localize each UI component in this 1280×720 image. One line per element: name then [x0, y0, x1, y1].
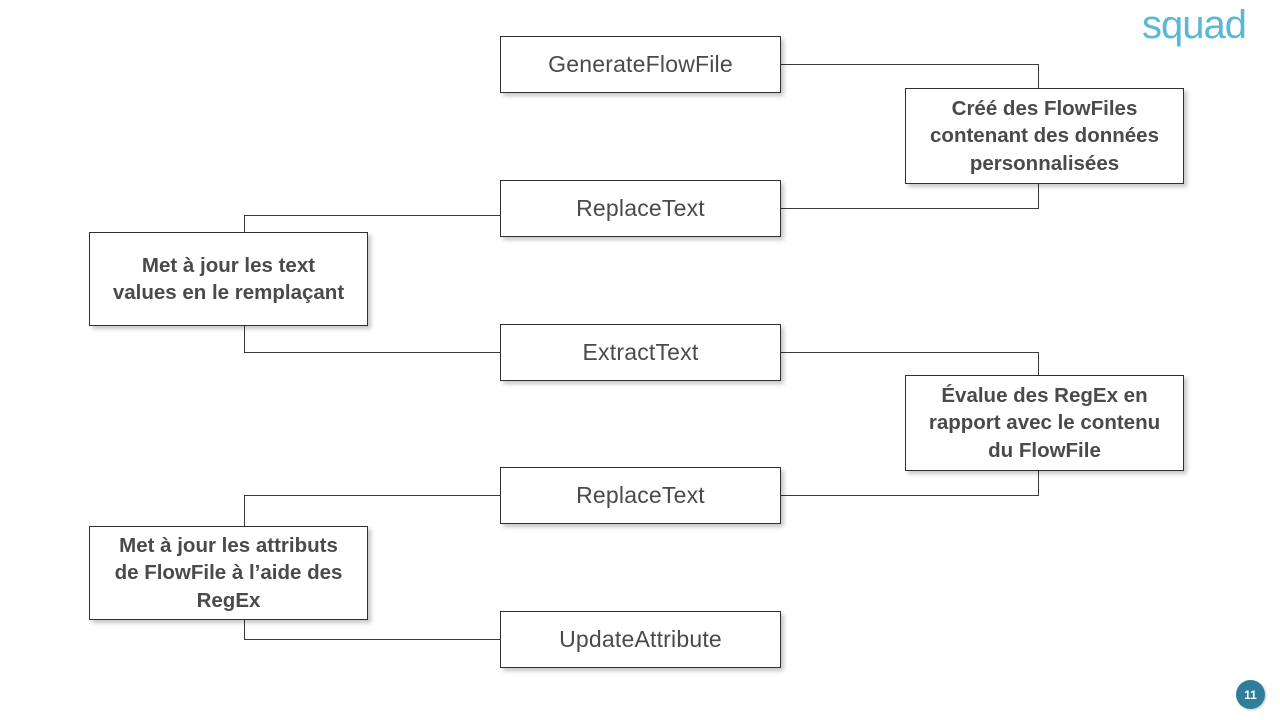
node-replace-text-1[interactable]: ReplaceText	[500, 180, 781, 237]
note-replace-text-values[interactable]: Met à jour les text values en le remplaç…	[89, 232, 368, 326]
node-generate-flow-file[interactable]: GenerateFlowFile	[500, 36, 781, 93]
note-generate-flow-file[interactable]: Créé des FlowFiles contenant des données…	[905, 88, 1184, 184]
note-update-attributes[interactable]: Met à jour les attributs de FlowFile à l…	[89, 526, 368, 620]
connector-extract-to-note	[781, 352, 1039, 353]
note-text: Créé des FlowFiles contenant des données…	[930, 97, 1159, 175]
connector-replace1-to-note	[781, 208, 1039, 209]
node-extract-text[interactable]: ExtractText	[500, 324, 781, 381]
connector-replace2-to-note	[781, 495, 1039, 496]
node-label: GenerateFlowFile	[548, 51, 733, 77]
connector-update-to-left-note	[244, 639, 501, 640]
note-text: Met à jour les text values en le remplaç…	[112, 253, 345, 304]
connector-extract-to-left-note	[244, 352, 501, 353]
node-update-attribute[interactable]: UpdateAttribute	[500, 611, 781, 668]
page-number-text: 11	[1244, 687, 1257, 702]
svg-text:squad: squad	[1142, 4, 1246, 47]
connector-generate-to-note	[781, 64, 1039, 65]
node-label: UpdateAttribute	[559, 626, 722, 652]
note-text: Met à jour les attributs de FlowFile à l…	[114, 534, 343, 612]
squad-logo: squad	[1142, 3, 1268, 50]
node-label: ReplaceText	[576, 195, 705, 221]
node-replace-text-2[interactable]: ReplaceText	[500, 467, 781, 524]
note-extract-text[interactable]: Évalue des RegEx en rapport avec le cont…	[905, 375, 1184, 471]
connector-replace2-to-left-note	[244, 495, 501, 496]
node-label: ExtractText	[582, 339, 699, 365]
node-label: ReplaceText	[576, 482, 705, 508]
connector-replace1-to-left-note	[244, 215, 501, 216]
note-text: Évalue des RegEx en rapport avec le cont…	[928, 384, 1161, 462]
page-number-badge: 11	[1236, 680, 1265, 709]
